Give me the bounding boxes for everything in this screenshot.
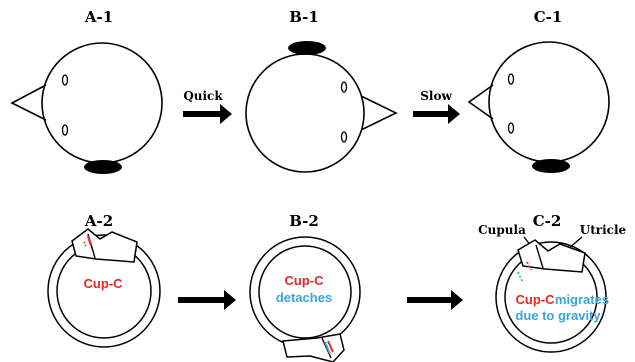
panel-label-b1: B-1 [289,8,319,26]
otoconia-red-b2 [327,340,334,353]
pillow-a1 [84,160,122,174]
panel-label-b2: B-2 [289,212,319,230]
arrow-label-quick: Quick [183,89,223,103]
head-circle-a1 [41,42,163,164]
ear-canal-lower-b1 [340,131,348,143]
ear-canal-upper-b1 [340,81,348,93]
otoconia-red-a2 [86,235,93,246]
arrow-label-slow: Slow [420,89,452,103]
canal-outer-c2 [495,241,607,353]
ear-canal-upper-c1 [507,73,515,85]
head-circle-b1 [245,53,365,173]
ampulla-c2 [517,239,586,273]
head-circle-c1 [488,41,610,163]
arrow-quick [183,104,232,124]
head-b1 [245,41,398,173]
panel-label-c2: C-2 [533,212,562,230]
ampulla-b2 [282,333,345,362]
canal-b2 [249,236,361,362]
head-a1 [10,42,163,174]
ear-canal-lower-a1 [61,124,69,136]
otoconia-blue-c2 [517,271,523,282]
canal-c2 [495,239,607,353]
nose-c1 [467,84,494,120]
canal-inner-b2 [258,245,352,339]
ear-canal-lower-c1 [507,122,515,134]
cup-c-label-b2: Cup-C [285,273,325,288]
gravity-label-c2: due to gravity [515,308,601,323]
cup-c-label-a2: Cup-C [84,276,124,291]
cup-c-label-c2: Cup-C [516,292,556,307]
otoconia-dots-a2 [83,241,87,247]
ampulla-a2 [71,228,138,263]
cupula-line-c2 [535,244,544,269]
migrates-label-c2: migrates [555,292,609,307]
panel-label-a1: A-1 [84,8,113,26]
panel-label-c1: C-1 [534,8,563,26]
ear-canal-upper-a1 [61,74,69,86]
pillow-b1 [288,41,326,55]
nose-a1 [10,84,47,121]
cupula-label: Cupula [478,223,526,237]
nose-b1 [360,95,398,131]
pillow-c1 [532,159,570,173]
detaches-label-b2: detaches [276,290,332,305]
arrow-b2-c2 [407,290,463,310]
head-c1 [467,41,610,173]
arrow-slow [413,104,460,124]
canal-a2 [47,228,161,348]
otoconia-blue-b2 [324,341,331,355]
arrow-a2-b2 [178,290,236,310]
otoconia-red-c2 [526,261,532,271]
canal-outer-a2 [47,234,161,348]
utricle-label: Utricle [580,223,627,237]
panel-label-a2: A-2 [84,212,113,230]
